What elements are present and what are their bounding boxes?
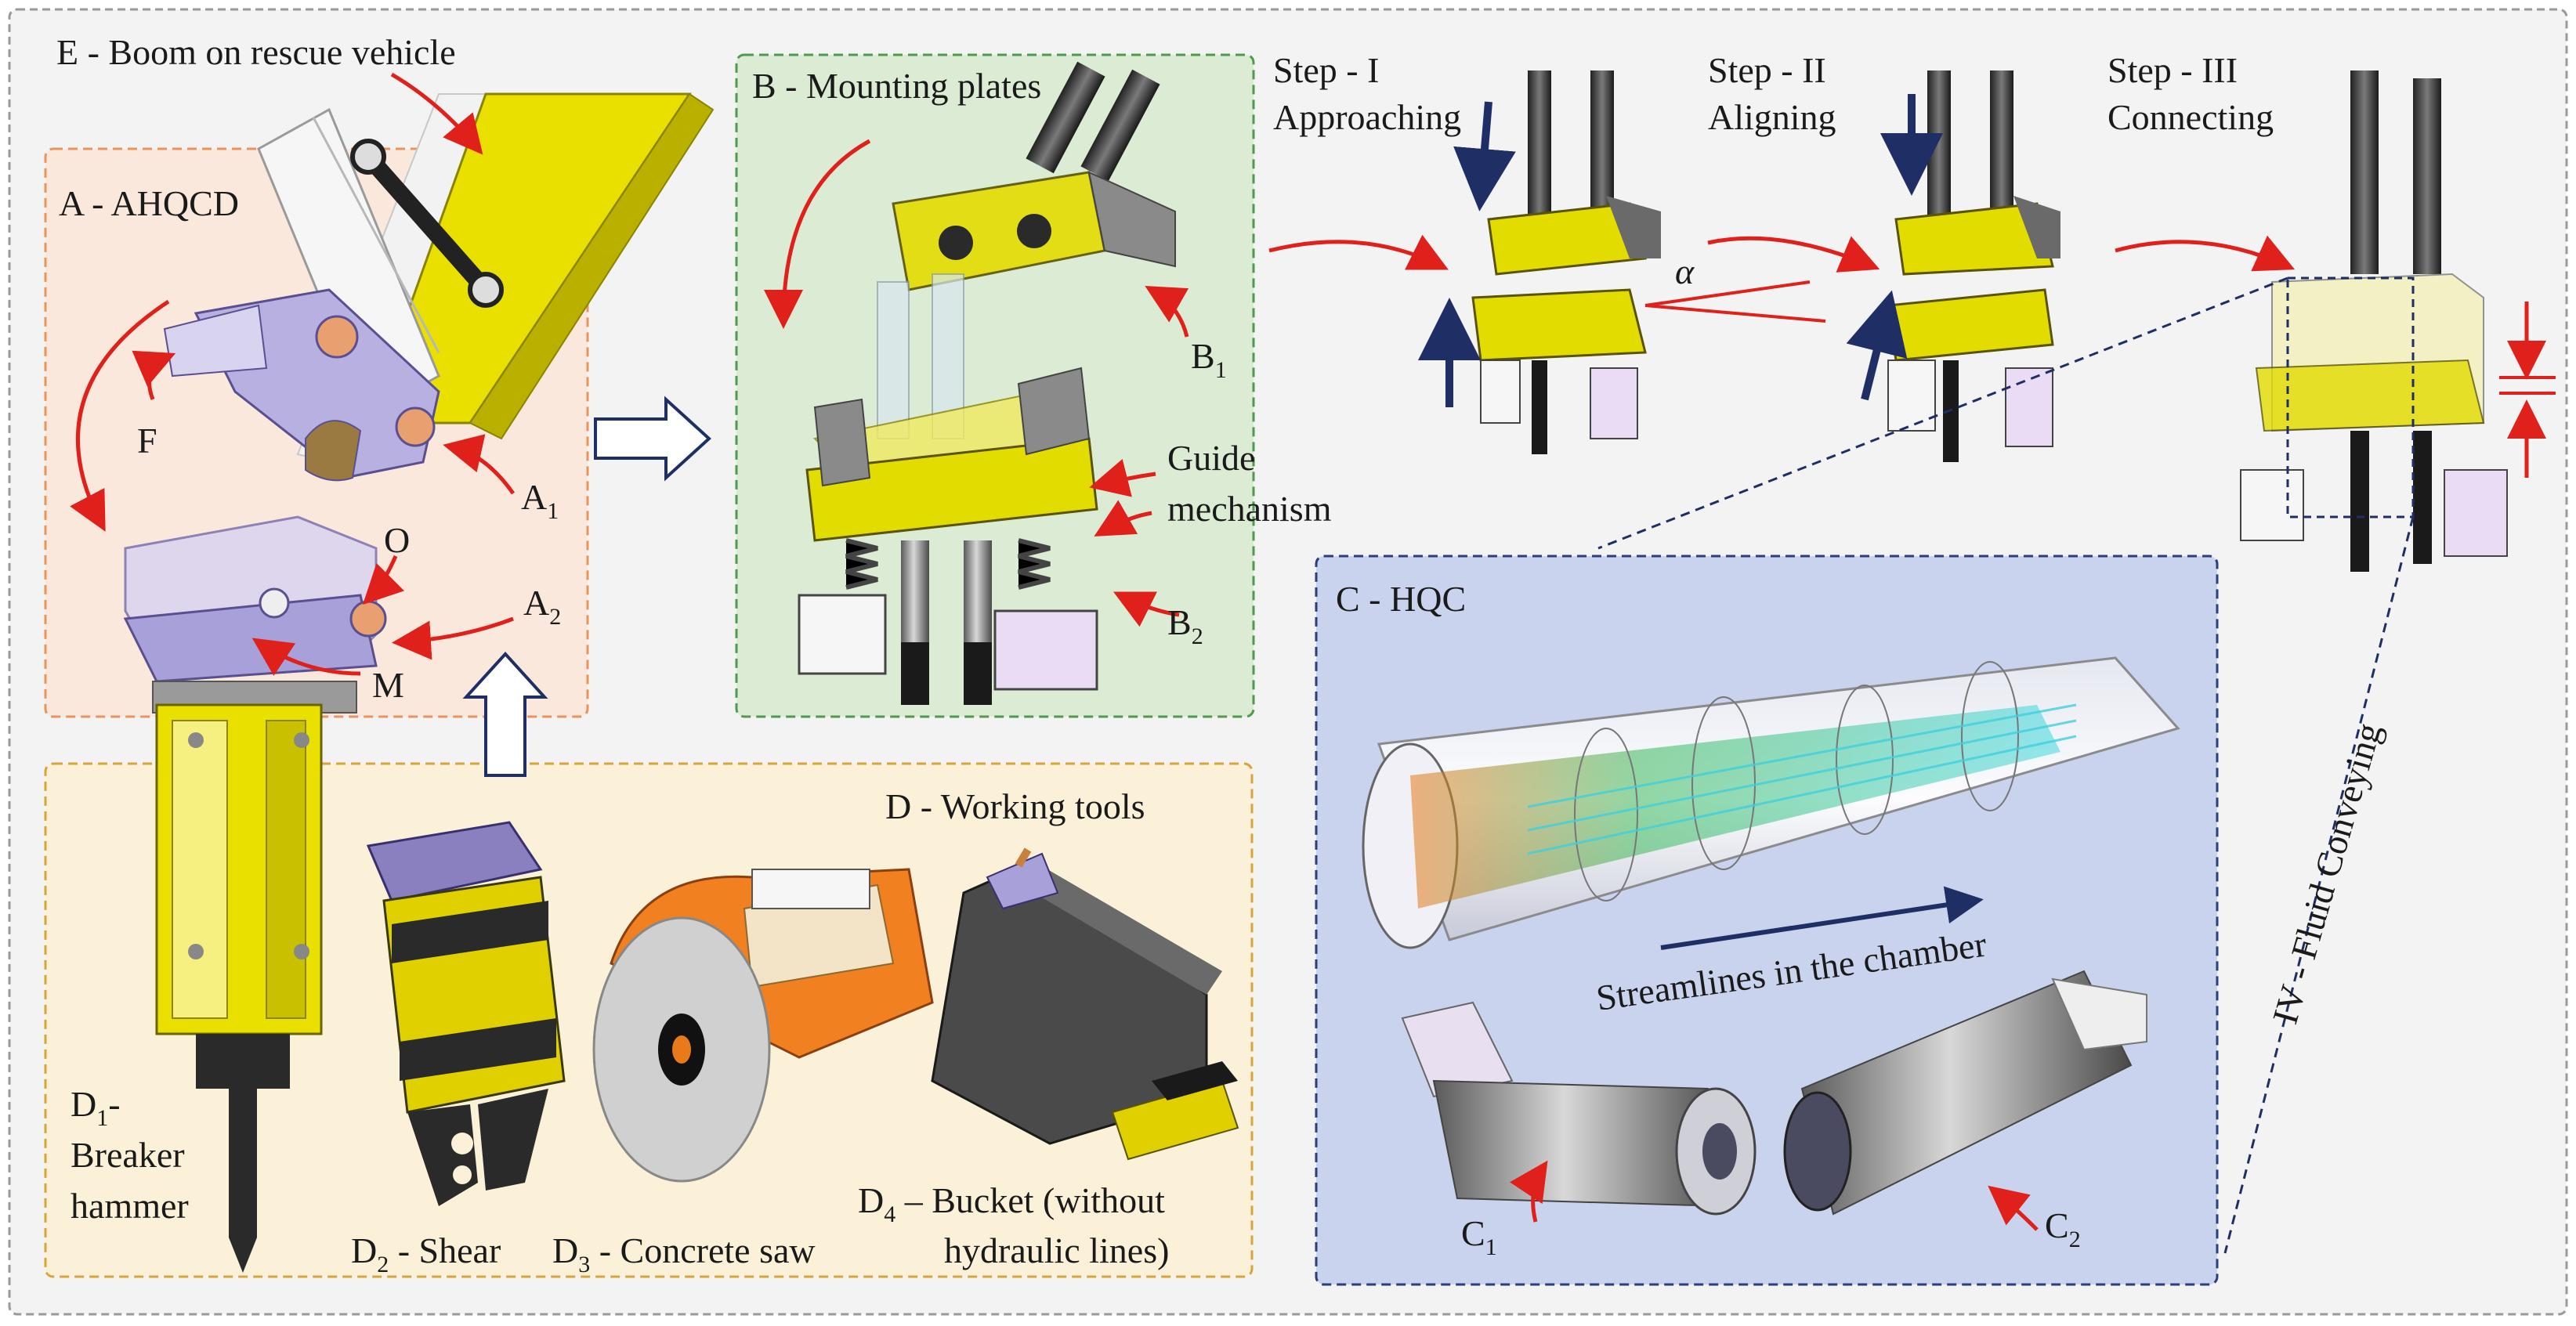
label-step3-line1: Step - III <box>2107 50 2238 90</box>
hollow-arrow-up <box>462 652 548 777</box>
bucket-illustration <box>931 847 1239 1161</box>
arrow-step-1 <box>1268 234 1449 270</box>
arrow-step-3 <box>2115 235 2296 272</box>
label-step2-line2: Aligning <box>1708 97 1836 137</box>
streamline-direction-arrow <box>1660 886 1984 950</box>
arrow-b-rotate <box>764 139 871 329</box>
label-c1: C1 <box>1461 1213 1497 1260</box>
arrow-to-m <box>251 638 361 676</box>
label-c2: C2 <box>2045 1205 2081 1252</box>
label-b1: B1 <box>1191 336 1227 383</box>
label-b2: B2 <box>1167 602 1203 649</box>
navy-arrow-step2-up <box>1846 290 1908 401</box>
arrow-coupler-swing <box>70 299 170 532</box>
boom-illustration <box>123 92 715 714</box>
label-f: F <box>137 421 157 461</box>
callout-line-top <box>1597 276 2288 550</box>
coupler-c1-illustration <box>1401 1001 1757 1216</box>
hqc-chamber-illustration <box>1362 656 2180 949</box>
label-step2-line1: Step - II <box>1708 50 1826 90</box>
label-d2: D2 - Shear <box>351 1230 501 1277</box>
hollow-arrow-right <box>594 396 711 482</box>
label-hqc: C - HQC <box>1336 579 1466 619</box>
concrete-saw-illustration <box>592 868 934 1183</box>
label-o: O <box>384 520 410 560</box>
coupler-c2-illustration <box>1783 970 2147 1216</box>
arrow-to-a2 <box>392 616 514 660</box>
arrow-to-c2 <box>1988 1185 2039 1231</box>
mounting-plates-illustration <box>798 61 1176 705</box>
step-1-illustration <box>1471 70 1661 454</box>
label-mounting-plates: B - Mounting plates <box>752 66 1041 106</box>
step-2-illustration <box>1887 70 2060 462</box>
arrow-to-b1 <box>1145 286 1189 338</box>
label-guide-line2: mechanism <box>1167 489 1332 529</box>
label-m: M <box>372 665 404 705</box>
label-d4-line2: hydraulic lines) <box>944 1230 1169 1270</box>
arrow-guide-1 <box>1089 459 1156 497</box>
label-a1: A1 <box>521 477 559 524</box>
label-a2: A2 <box>523 583 561 630</box>
label-boom: E - Boom on rescue vehicle <box>56 32 456 72</box>
alpha-angle-lines <box>1644 280 1826 323</box>
arrow-to-f <box>132 350 176 400</box>
label-d3: D3 - Concrete saw <box>552 1230 816 1277</box>
arrow-to-boom <box>390 72 483 155</box>
label-step3-line2: Connecting <box>2107 97 2274 137</box>
label-d1-line3: hammer <box>71 1186 189 1226</box>
shear-illustration <box>366 821 566 1206</box>
label-working-tools: D - Working tools <box>885 786 1145 826</box>
label-ahqcd: A - AHQCD <box>59 183 239 223</box>
label-d1-line1: D1- <box>71 1084 121 1131</box>
arrow-to-o <box>362 555 404 605</box>
arrow-step-2 <box>1707 236 1880 273</box>
label-d4-line1: D4 – Bucket (without <box>858 1180 1165 1227</box>
arrow-to-b2 <box>1113 591 1180 627</box>
label-step1-line1: Step - I <box>1273 50 1379 90</box>
label-alpha: α <box>1675 251 1695 291</box>
arrow-to-a1 <box>443 434 516 495</box>
label-step1-line2: Approaching <box>1273 97 1461 137</box>
arrow-to-c1 <box>1510 1160 1548 1223</box>
arrow-guide-2 <box>1094 500 1152 537</box>
step-3-detail-box <box>2286 276 2415 518</box>
link-rod <box>360 148 494 298</box>
callout-line-bottom <box>2223 516 2415 1254</box>
breaker-hammer-illustration <box>155 703 323 1273</box>
step-3-illustration <box>2240 70 2508 572</box>
label-d1-line2: Breaker <box>71 1135 185 1175</box>
navy-arrow-step1-down <box>1453 101 1516 211</box>
label-guide-line1: Guide <box>1167 438 1255 478</box>
